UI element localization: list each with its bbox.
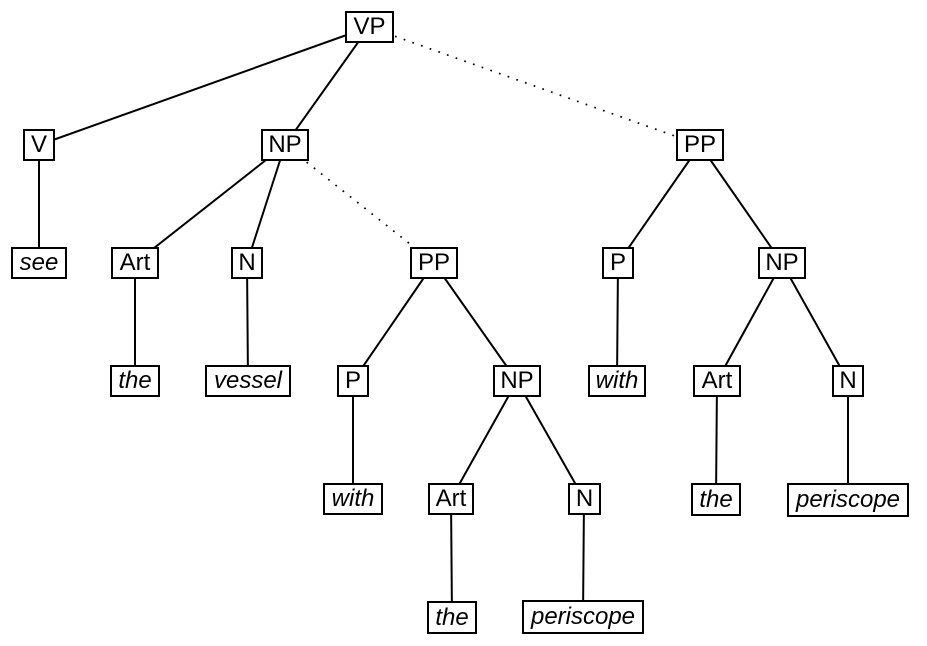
node-n-right: N bbox=[832, 365, 864, 397]
edge-pp-right-p bbox=[617, 144, 701, 264]
node-art-middle: Art bbox=[428, 483, 474, 515]
edge-p-right-with bbox=[616, 262, 619, 382]
node-n-object: N bbox=[231, 247, 263, 279]
node-p-right: P bbox=[602, 247, 634, 279]
edge-pp-middle-np bbox=[433, 262, 518, 382]
edge-np-middle-art bbox=[450, 380, 518, 500]
edge-art-right-the bbox=[715, 380, 718, 500]
node-vp: VP bbox=[345, 11, 394, 43]
node-n-middle: N bbox=[568, 483, 601, 515]
node-np-middle: NP bbox=[493, 365, 541, 397]
edge-n-middle-periscope bbox=[582, 498, 585, 618]
node-art-right: Art bbox=[693, 365, 741, 397]
node-periscope-middle: periscope bbox=[522, 600, 644, 634]
edge-vp-np-object bbox=[284, 26, 370, 146]
edge-vp-v bbox=[38, 26, 370, 146]
edge-np-object-pp-middle-dotted bbox=[284, 144, 435, 264]
node-see: see bbox=[11, 247, 67, 279]
node-np-right: NP bbox=[758, 247, 806, 279]
node-np-object: NP bbox=[261, 129, 309, 161]
edge-pp-right-np bbox=[699, 144, 783, 264]
edge-np-right-art bbox=[716, 262, 783, 382]
node-periscope-right: periscope bbox=[787, 483, 909, 517]
node-with-middle: with bbox=[323, 483, 383, 515]
node-pp-right: PP bbox=[676, 129, 724, 161]
edge-np-middle-n bbox=[516, 380, 585, 500]
edge-np-object-n bbox=[246, 144, 286, 264]
edge-np-right-n bbox=[781, 262, 849, 382]
node-with-right: with bbox=[588, 365, 646, 397]
node-p-middle: P bbox=[337, 365, 369, 397]
node-the-right: the bbox=[691, 483, 741, 516]
node-v: V bbox=[23, 129, 55, 161]
node-vessel: vessel bbox=[205, 365, 291, 397]
edge-art-middle-the bbox=[450, 498, 453, 618]
edge-pp-middle-p bbox=[352, 262, 435, 382]
node-pp-middle: PP bbox=[410, 247, 458, 279]
node-the-object: the bbox=[110, 365, 160, 397]
edge-vp-pp-right-dotted bbox=[368, 26, 701, 146]
node-the-middle: the bbox=[427, 601, 477, 634]
node-art-object: Art bbox=[111, 247, 159, 279]
edge-np-object-art bbox=[134, 144, 286, 264]
edge-n-object-vessel bbox=[246, 262, 249, 382]
